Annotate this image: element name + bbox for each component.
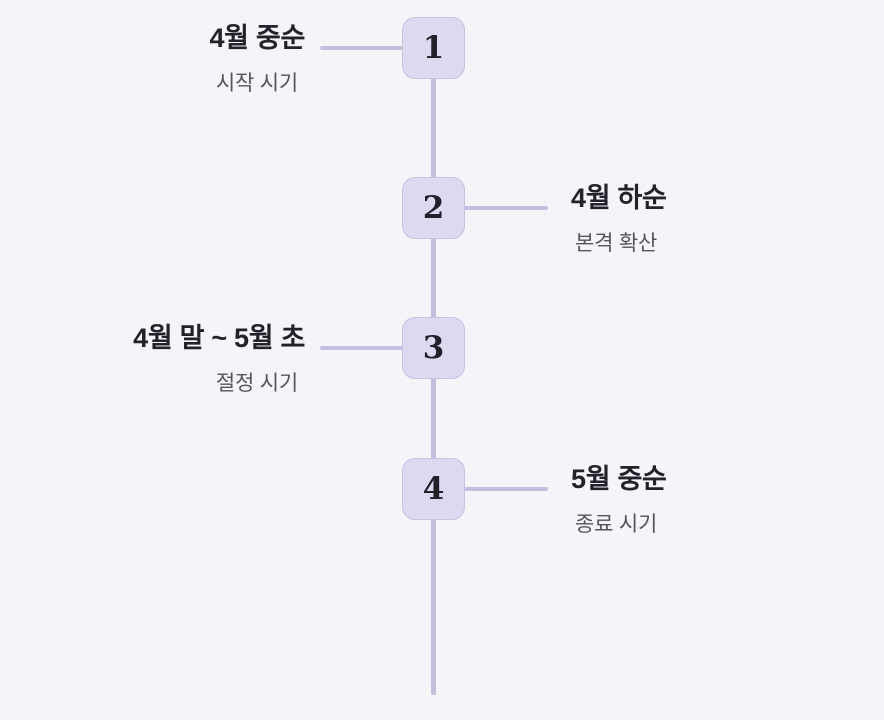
timeline-node-subtitle: 본격 확산 xyxy=(575,232,658,256)
timeline-node-subtitle: 시작 시기 xyxy=(215,72,298,96)
timeline-connector-line xyxy=(464,487,548,491)
timeline-node-title: 4월 말 ~ 5월 초 xyxy=(133,323,305,353)
timeline-node-title: 4월 하순 xyxy=(571,183,667,213)
timeline-connector-line xyxy=(464,206,548,210)
timeline-step-badge[interactable]: 1 xyxy=(402,17,465,79)
timeline-connector-line xyxy=(320,46,404,50)
timeline-step-badge[interactable]: 3 xyxy=(402,317,465,379)
timeline-node-title: 4월 중순 xyxy=(209,23,305,53)
timeline-node-subtitle: 절정 시기 xyxy=(215,372,298,396)
timeline-connector-line xyxy=(320,346,404,350)
timeline-step-badge[interactable]: 2 xyxy=(402,177,465,239)
timeline-node-title: 5월 중순 xyxy=(571,464,667,494)
timeline-node-subtitle: 종료 시기 xyxy=(575,513,658,537)
timeline-step-badge[interactable]: 4 xyxy=(402,458,465,520)
